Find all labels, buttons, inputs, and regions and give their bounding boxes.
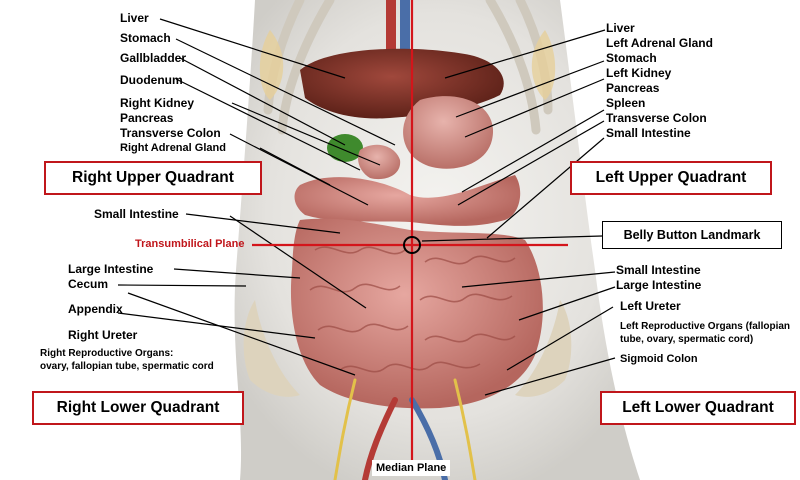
aorta [400, 0, 410, 90]
label-transumbilical-plane: Transumbilical Plane [135, 238, 245, 250]
label-liver-right: Liver [120, 11, 149, 25]
duodenum [358, 144, 401, 180]
label-small-intestine-upper: Small Intestine [606, 126, 691, 140]
label-right-reproductive-organs: Right Reproductive Organs: [40, 348, 174, 359]
label-spleen: Spleen [606, 96, 646, 110]
label-left-ureter: Left Ureter [620, 299, 681, 313]
label-large-intestine-left: Large Intestine [68, 262, 154, 276]
quadrant-box-right-upper: Right Upper Quadrant [44, 161, 262, 195]
label-right-ureter: Right Ureter [68, 328, 138, 342]
label-right-reproductive-organs-detail: ovary, fallopian tube, spermatic cord [40, 361, 214, 372]
transverse-colon [294, 175, 521, 226]
label-liver-left: Liver [606, 21, 635, 35]
label-left-adrenal-gland: Left Adrenal Gland [606, 36, 713, 50]
label-large-intestine-right: Large Intestine [616, 278, 702, 292]
belly-button-marker [403, 236, 421, 254]
label-small-intestine-right: Small Intestine [616, 263, 701, 277]
label-right-kidney: Right Kidney [120, 96, 194, 110]
quadrant-box-left-lower: Left Lower Quadrant [600, 391, 796, 425]
vena-cava [386, 0, 396, 80]
stomach [403, 96, 494, 169]
label-pancreas-left: Pancreas [606, 81, 660, 95]
label-left-reproductive-organs-detail: tube, ovary, spermatic cord) [620, 334, 754, 345]
label-right-adrenal-gland: Right Adrenal Gland [120, 142, 226, 154]
gallbladder [327, 134, 363, 162]
label-gallbladder: Gallbladder [120, 51, 187, 65]
label-median-plane: Median Plane [372, 460, 451, 476]
small-intestine-mass [290, 218, 543, 409]
belly-button-pointer [421, 235, 603, 242]
pointer-lines [117, 18, 616, 396]
quadrant-box-right-lower: Right Lower Quadrant [32, 391, 244, 425]
label-stomach-left: Stomach [606, 51, 657, 65]
rib-fat-right [531, 30, 556, 100]
label-small-intestine-left: Small Intestine [94, 207, 179, 221]
label-sigmoid-colon: Sigmoid Colon [620, 353, 698, 365]
quadrant-box-left-upper: Left Upper Quadrant [570, 161, 772, 195]
label-appendix: Appendix [68, 302, 123, 316]
label-cecum: Cecum [68, 277, 109, 291]
belly-button-landmark-box: Belly Button Landmark [602, 221, 782, 249]
label-duodenum: Duodenum [120, 73, 183, 87]
pelvis-right [515, 300, 572, 397]
label-left-kidney: Left Kidney [606, 66, 672, 80]
label-pancreas-right: Pancreas [120, 111, 174, 125]
label-transverse-colon-right: Transverse Colon [120, 126, 221, 140]
label-transverse-colon-left: Transverse Colon [606, 111, 707, 125]
intestine-coils [309, 246, 516, 373]
pelvis-left [243, 300, 300, 397]
label-stomach-right: Stomach [120, 31, 171, 45]
label-left-reproductive-organs: Left Reproductive Organs (fallopian [620, 321, 791, 332]
